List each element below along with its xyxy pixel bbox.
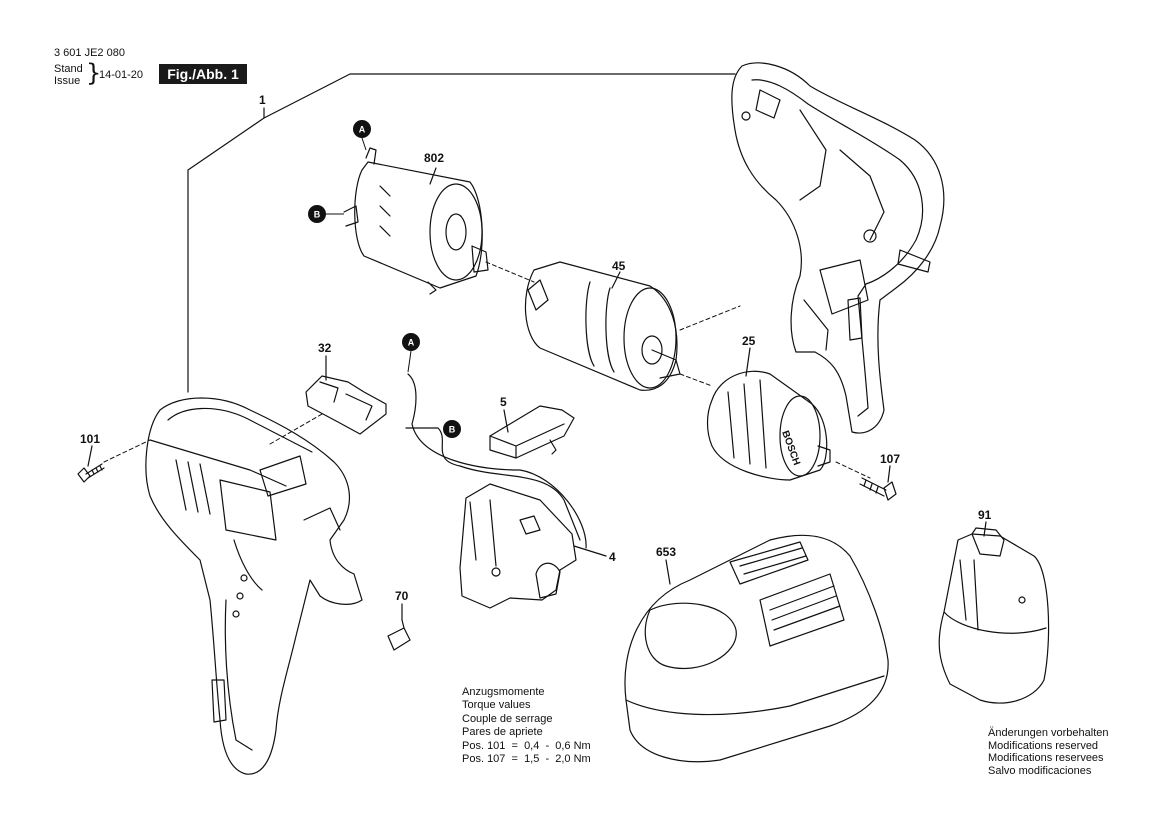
torque-line-3: Couple de serrage <box>462 712 553 725</box>
brace-glyph: } <box>86 59 102 87</box>
issue-date: 14-01-20 <box>99 69 144 81</box>
torque-line-1: Anzugsmomente <box>462 686 545 698</box>
housing-right-half <box>731 62 945 434</box>
modifications-line-4: Salvo modificaciones <box>988 764 1092 777</box>
torque-values-note: Anzugsmomente Torque values Couple de se… <box>462 686 591 766</box>
screw-107 <box>859 477 897 501</box>
leader-802 <box>429 167 437 185</box>
torque-line-5: Pos. 101 = 0,4 - 0,6 Nm <box>462 739 591 752</box>
battery-91 <box>938 527 1050 704</box>
leader-45 <box>611 271 621 289</box>
marker-a-motor-label: A <box>359 125 366 135</box>
gearbox-45 <box>524 261 681 391</box>
leader-91 <box>983 521 987 537</box>
leader-part-1 <box>187 107 265 393</box>
part-number-1: 1 <box>259 93 266 107</box>
leader-107 <box>887 465 891 483</box>
chuck-25 <box>706 370 831 481</box>
stand-issue-label: Stand Issue <box>54 63 83 87</box>
modifications-note: Änderungen vorbehalten Modifications res… <box>988 727 1108 777</box>
marker-b-motor: B <box>308 205 326 223</box>
marker-b-motor-label: B <box>314 210 321 220</box>
housing-left-half <box>145 397 363 775</box>
axis-screw-107 <box>835 461 871 479</box>
leader-25 <box>745 347 751 377</box>
modifications-line-2: Modifications reserved <box>988 739 1099 752</box>
clip-70 <box>387 619 411 651</box>
cover-32 <box>305 375 387 435</box>
motor-802 <box>343 147 489 295</box>
switch-4 <box>459 483 607 609</box>
stand-label: Stand <box>54 63 83 75</box>
part-number-70: 70 <box>395 589 409 603</box>
axis-motor-gearbox <box>485 261 535 283</box>
torque-line-2: Torque values <box>462 699 531 712</box>
charger-653 <box>624 534 889 763</box>
leader-101 <box>87 445 93 467</box>
marker-a-motor: A <box>353 120 371 138</box>
motor-wires <box>405 373 587 549</box>
leader-5 <box>503 409 509 433</box>
axis-gearbox-chuck <box>679 373 713 387</box>
leader-part-1-right <box>263 73 736 119</box>
part-number-45: 45 <box>612 259 626 273</box>
torque-line-4: Pares de apriete <box>462 726 543 739</box>
part-number-101: 101 <box>80 432 100 446</box>
axis-cover-32 <box>269 413 323 445</box>
modifications-line-3: Modifications reservees <box>988 752 1104 765</box>
part-number-32: 32 <box>318 341 332 355</box>
marker-a-wire-label: A <box>408 338 415 348</box>
torque-line-6: Pos. 107 = 1,5 - 2,0 Nm <box>462 753 591 766</box>
part-number-653: 653 <box>656 545 676 559</box>
marker-b-wire-label: B <box>449 425 456 435</box>
part-number-91: 91 <box>978 508 992 522</box>
part-number-4: 4 <box>609 550 616 564</box>
axis-gearbox-housing <box>679 305 741 331</box>
part-number-107: 107 <box>880 452 900 466</box>
screw-101 <box>77 463 105 483</box>
part-number-802: 802 <box>424 151 444 165</box>
marker-a-wire: A <box>402 333 420 351</box>
part-number-5: 5 <box>500 395 507 409</box>
part-5 <box>489 405 575 459</box>
leader-653 <box>665 559 671 585</box>
issue-label: Issue <box>54 75 81 87</box>
part-number-25: 25 <box>742 334 756 348</box>
modifications-line-1: Änderungen vorbehalten <box>988 727 1109 739</box>
document-number: 3 601 JE2 080 <box>54 47 125 59</box>
marker-b-wire: B <box>443 420 461 438</box>
figure-label: Fig./Abb. 1 <box>159 64 247 84</box>
axis-screw-101 <box>103 439 151 463</box>
